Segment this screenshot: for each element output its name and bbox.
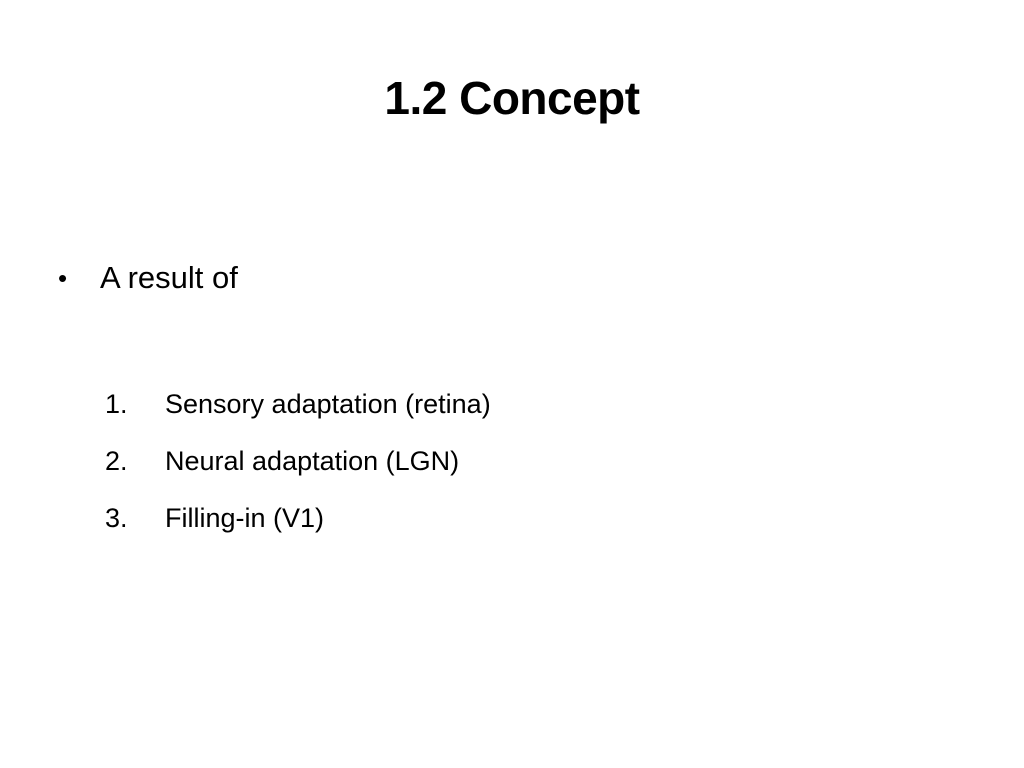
bullet-item: • A result of <box>58 256 238 300</box>
numbered-list: 1. Sensory adaptation (retina) 2. Neural… <box>105 385 491 556</box>
list-item-text: Neural adaptation (LGN) <box>165 446 460 476</box>
list-item: 3. Filling-in (V1) <box>105 499 491 537</box>
list-item-number: 1. <box>105 389 128 419</box>
list-item-number: 2. <box>105 446 128 476</box>
list-item-text: Sensory adaptation (retina) <box>165 389 491 419</box>
list-item-text: Filling-in (V1) <box>165 503 325 533</box>
list-item: 2. Neural adaptation (LGN) <box>105 442 491 480</box>
slide-title: 1.2 Concept <box>384 72 640 124</box>
bullet-icon: • <box>58 263 68 293</box>
list-item-number: 3. <box>105 503 128 533</box>
bullet-text: A result of <box>100 260 238 295</box>
list-item: 1. Sensory adaptation (retina) <box>105 385 491 423</box>
